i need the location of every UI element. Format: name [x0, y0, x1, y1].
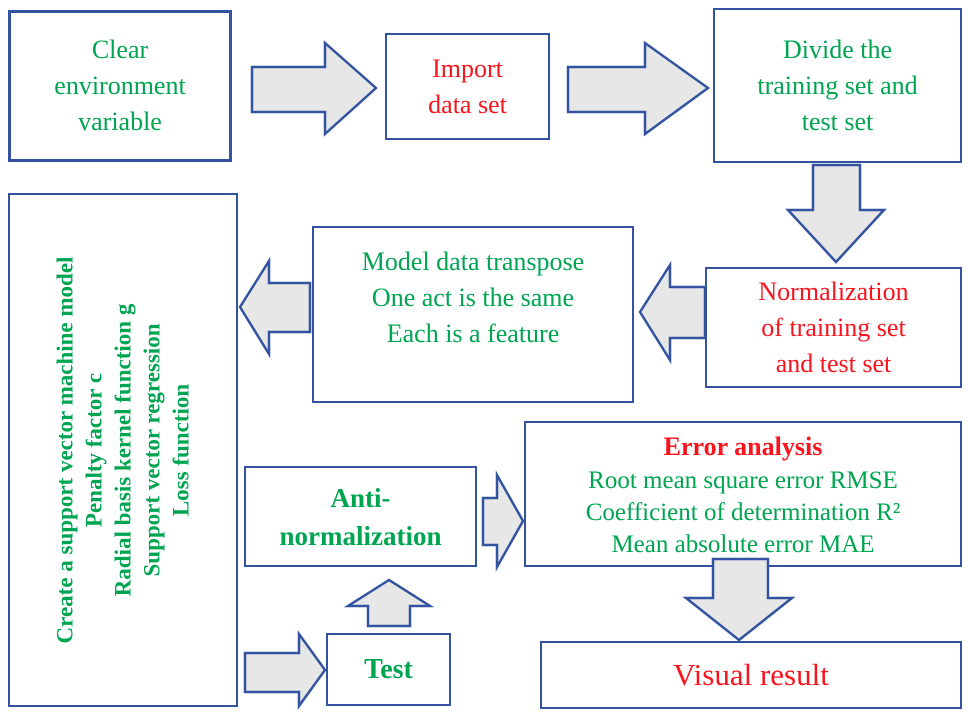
box-text-line: and test set	[775, 348, 892, 378]
arrow-right-icon	[481, 470, 525, 572]
box-text-line: normalization	[279, 520, 442, 551]
box-text-line: Root mean square error RMSE	[588, 467, 898, 494]
arrow-right-icon	[243, 630, 327, 710]
arrow-left-icon	[638, 260, 707, 365]
box-text-line: Model data transpose	[361, 247, 585, 276]
box-text-line: Visual result	[673, 657, 829, 692]
arrow-down-icon	[682, 557, 796, 642]
box-text-line: One act is the same	[371, 283, 575, 312]
rotated-text-line: Create a support vector machine model	[52, 256, 78, 644]
rotated-text-line: Penalty factor c	[81, 372, 107, 528]
box-text-line: test set	[801, 106, 874, 136]
rotated-text-line: Support vector regression	[139, 323, 165, 577]
arrow-down-icon	[785, 163, 887, 264]
box-anti-normalization: Anti- normalization	[244, 466, 477, 567]
arrow-right-icon	[566, 40, 711, 137]
arrow-left-icon	[238, 256, 312, 359]
box-text-line: Coefficient of determination R²	[585, 499, 901, 526]
box-text-line: Each is a feature	[386, 319, 560, 348]
box-text-line: environment	[54, 71, 186, 100]
box-visual-result: Visual result	[540, 641, 962, 709]
box-text-line: of training set	[761, 312, 906, 342]
box-text-line: Clear	[91, 35, 149, 64]
box-test: Test	[326, 633, 451, 706]
error-analysis-title: Error analysis	[663, 432, 823, 461]
rotated-text-line: Radial basis kernel function g	[110, 303, 136, 597]
box-model-data-transpose: Model data transpose One act is the same…	[312, 226, 634, 403]
box-divide-training-test-set: Divide the training set and test set	[713, 8, 962, 163]
box-text-line: Mean absolute error MAE	[611, 531, 875, 558]
box-error-analysis: Error analysis Root mean square error RM…	[524, 421, 962, 567]
box-text-line: Normalization	[758, 276, 909, 306]
box-clear-environment-variable: Clear environment variable	[8, 10, 232, 162]
box-text-line: data set	[428, 89, 507, 119]
box-import-data-set: Import data set	[385, 33, 550, 140]
arrow-up-icon	[343, 578, 435, 628]
rotated-text-line: Loss function	[168, 383, 194, 517]
box-text-line: Divide the	[782, 34, 893, 64]
box-normalization: Normalization of training set and test s…	[705, 267, 962, 388]
box-text-line: Test	[364, 653, 413, 685]
box-text-line: variable	[78, 107, 162, 136]
box-text-line: Import	[432, 53, 503, 83]
arrow-right-icon	[250, 40, 378, 137]
svm-parameters-rotated-text: Create a support vector machine model Pe…	[51, 198, 196, 703]
box-text-line: Anti-	[330, 482, 391, 513]
box-svm-model-parameters: Create a support vector machine model Pe…	[8, 193, 238, 707]
box-text-line: training set and	[757, 70, 918, 100]
